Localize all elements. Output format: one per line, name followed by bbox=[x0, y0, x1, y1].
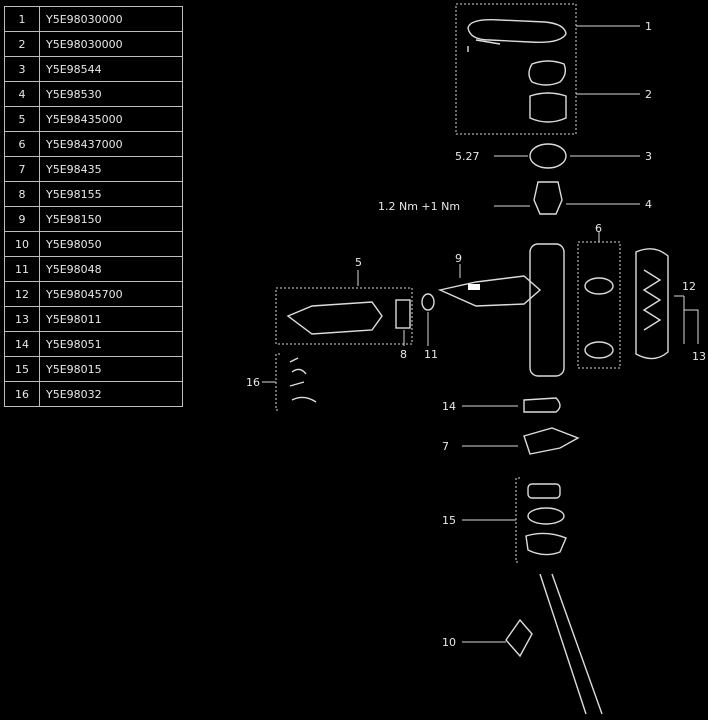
hose-part-2 bbox=[551, 573, 603, 715]
callout-15: 15 bbox=[442, 514, 456, 527]
cylinder-cap-part bbox=[395, 299, 411, 329]
bolt-15-part bbox=[525, 532, 567, 556]
callout-5: 5 bbox=[355, 256, 362, 269]
part-code: Y5E98032 bbox=[39, 381, 183, 407]
callout-8: 8 bbox=[400, 348, 407, 361]
callout-1: 1 bbox=[645, 20, 652, 33]
part-code: Y5E98150 bbox=[39, 206, 183, 232]
part-code: Y5E98015 bbox=[39, 356, 183, 382]
brake-lever-part bbox=[467, 18, 567, 44]
lever-body-part bbox=[529, 92, 567, 123]
part-code: Y5E98544 bbox=[39, 56, 183, 82]
callout-14: 14 bbox=[442, 400, 456, 413]
part-10 bbox=[505, 618, 533, 658]
spring-part bbox=[642, 269, 662, 331]
seal-group-box bbox=[577, 241, 621, 369]
reservoir-part bbox=[437, 275, 542, 307]
part-14 bbox=[523, 397, 561, 413]
callout-6: 6 bbox=[595, 222, 602, 235]
cylinder-group-box bbox=[275, 287, 413, 345]
callout-11: 11 bbox=[424, 348, 438, 361]
callout-13: 13 bbox=[692, 350, 706, 363]
callout-12: 12 bbox=[682, 280, 696, 293]
part-code: Y5E98435 bbox=[39, 156, 183, 182]
lever-group-box bbox=[455, 3, 577, 135]
seal-lower-part bbox=[584, 341, 614, 359]
part-number: 5 bbox=[4, 106, 40, 132]
callout-10: 10 bbox=[442, 636, 456, 649]
oring-part bbox=[421, 293, 435, 311]
lever-detail bbox=[467, 39, 501, 52]
leader-line-12 bbox=[674, 295, 685, 344]
lever-cap-part bbox=[528, 60, 567, 86]
washer-part bbox=[527, 507, 565, 525]
cylinder-part bbox=[286, 301, 383, 335]
bracket-16 bbox=[275, 353, 280, 411]
callout-16: 16 bbox=[246, 376, 260, 389]
torque-label-a: 5.27 bbox=[455, 150, 480, 163]
part-number: 14 bbox=[4, 331, 40, 357]
part-7 bbox=[523, 427, 580, 455]
leader-line-13 bbox=[684, 309, 699, 344]
callout-2: 2 bbox=[645, 88, 652, 101]
bracket-15 bbox=[515, 477, 520, 563]
part-code: Y5E98437000 bbox=[39, 131, 183, 157]
reservoir-marker bbox=[468, 284, 480, 290]
part-number: 15 bbox=[4, 356, 40, 382]
hose-part bbox=[539, 573, 587, 715]
part-number: 6 bbox=[4, 131, 40, 157]
torque-label-b: 1.2 Nm +1 Nm bbox=[378, 200, 460, 213]
banjo-part bbox=[527, 483, 561, 499]
part-code: Y5E98155 bbox=[39, 181, 183, 207]
part-number: 8 bbox=[4, 181, 40, 207]
part-code: Y5E98011 bbox=[39, 306, 183, 332]
main-body-part bbox=[529, 243, 565, 377]
callout-4: 4 bbox=[645, 198, 652, 211]
clamp-part bbox=[529, 143, 567, 169]
part-number: 1 bbox=[4, 6, 40, 32]
callout-7: 7 bbox=[442, 440, 449, 453]
part-number: 10 bbox=[4, 231, 40, 257]
part-code: Y5E98051 bbox=[39, 331, 183, 357]
small-parts bbox=[289, 357, 317, 403]
callout-9: 9 bbox=[455, 252, 462, 265]
piston-part bbox=[635, 248, 669, 360]
bolt-part bbox=[533, 181, 563, 215]
part-number: 9 bbox=[4, 206, 40, 232]
seal-upper-part bbox=[584, 277, 614, 295]
part-number: 12 bbox=[4, 281, 40, 307]
part-code: Y5E98048 bbox=[39, 256, 183, 282]
part-code: Y5E98530 bbox=[39, 81, 183, 107]
callout-3: 3 bbox=[645, 150, 652, 163]
